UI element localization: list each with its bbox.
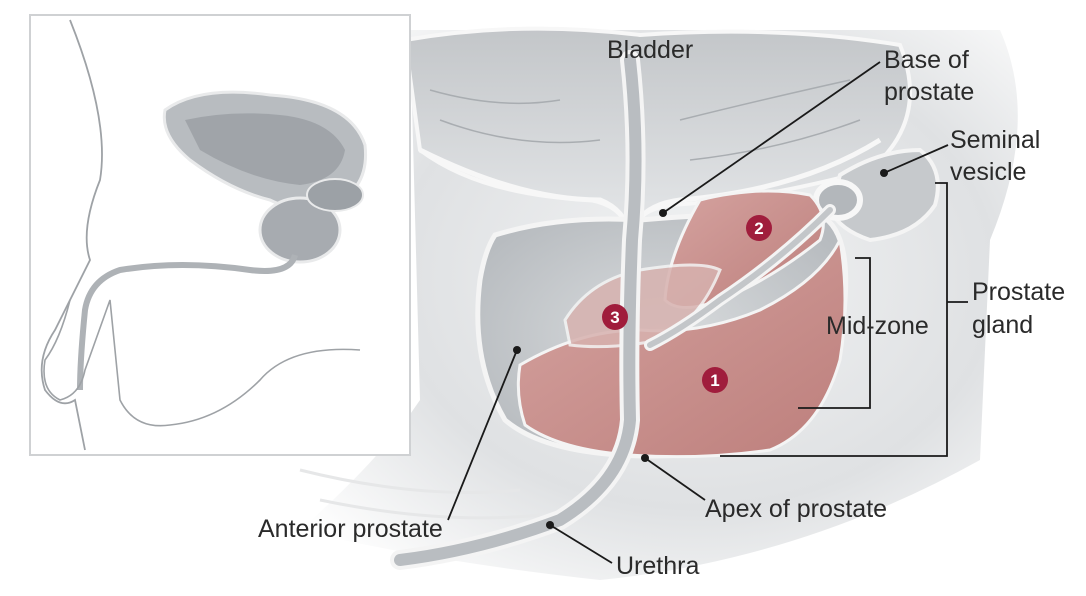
label-prostate-gland-line2: gland — [972, 311, 1033, 339]
label-bladder: Bladder — [607, 36, 693, 64]
leader-dot-base — [659, 209, 667, 217]
inset-figure — [30, 15, 410, 455]
label-seminal-vesicle-line2: vesicle — [950, 158, 1026, 186]
zone-number-1: 1 — [710, 371, 719, 390]
label-apex-of-prostate: Apex of prostate — [705, 495, 887, 523]
zone-marker-3: 3 — [602, 304, 628, 330]
leader-dot-apex — [641, 454, 649, 462]
label-base-of-prostate-line2: prostate — [884, 78, 974, 106]
inset-seminal — [307, 179, 363, 211]
label-base-of-prostate-line1: Base of — [884, 46, 969, 74]
label-mid-zone: Mid-zone — [826, 312, 929, 340]
zone-marker-1: 1 — [702, 367, 728, 393]
zone-marker-2: 2 — [746, 215, 772, 241]
label-urethra: Urethra — [616, 552, 699, 580]
leader-dot-seminal — [880, 169, 888, 177]
leader-dot-anterior — [513, 346, 521, 354]
label-seminal-vesicle-line1: Seminal — [950, 126, 1040, 154]
label-prostate-gland-line1: Prostate — [972, 278, 1065, 306]
zone-number-3: 3 — [610, 308, 619, 327]
label-anterior-prostate: Anterior prostate — [258, 515, 443, 543]
leader-dot-urethra — [546, 521, 554, 529]
zone-number-2: 2 — [754, 219, 763, 238]
